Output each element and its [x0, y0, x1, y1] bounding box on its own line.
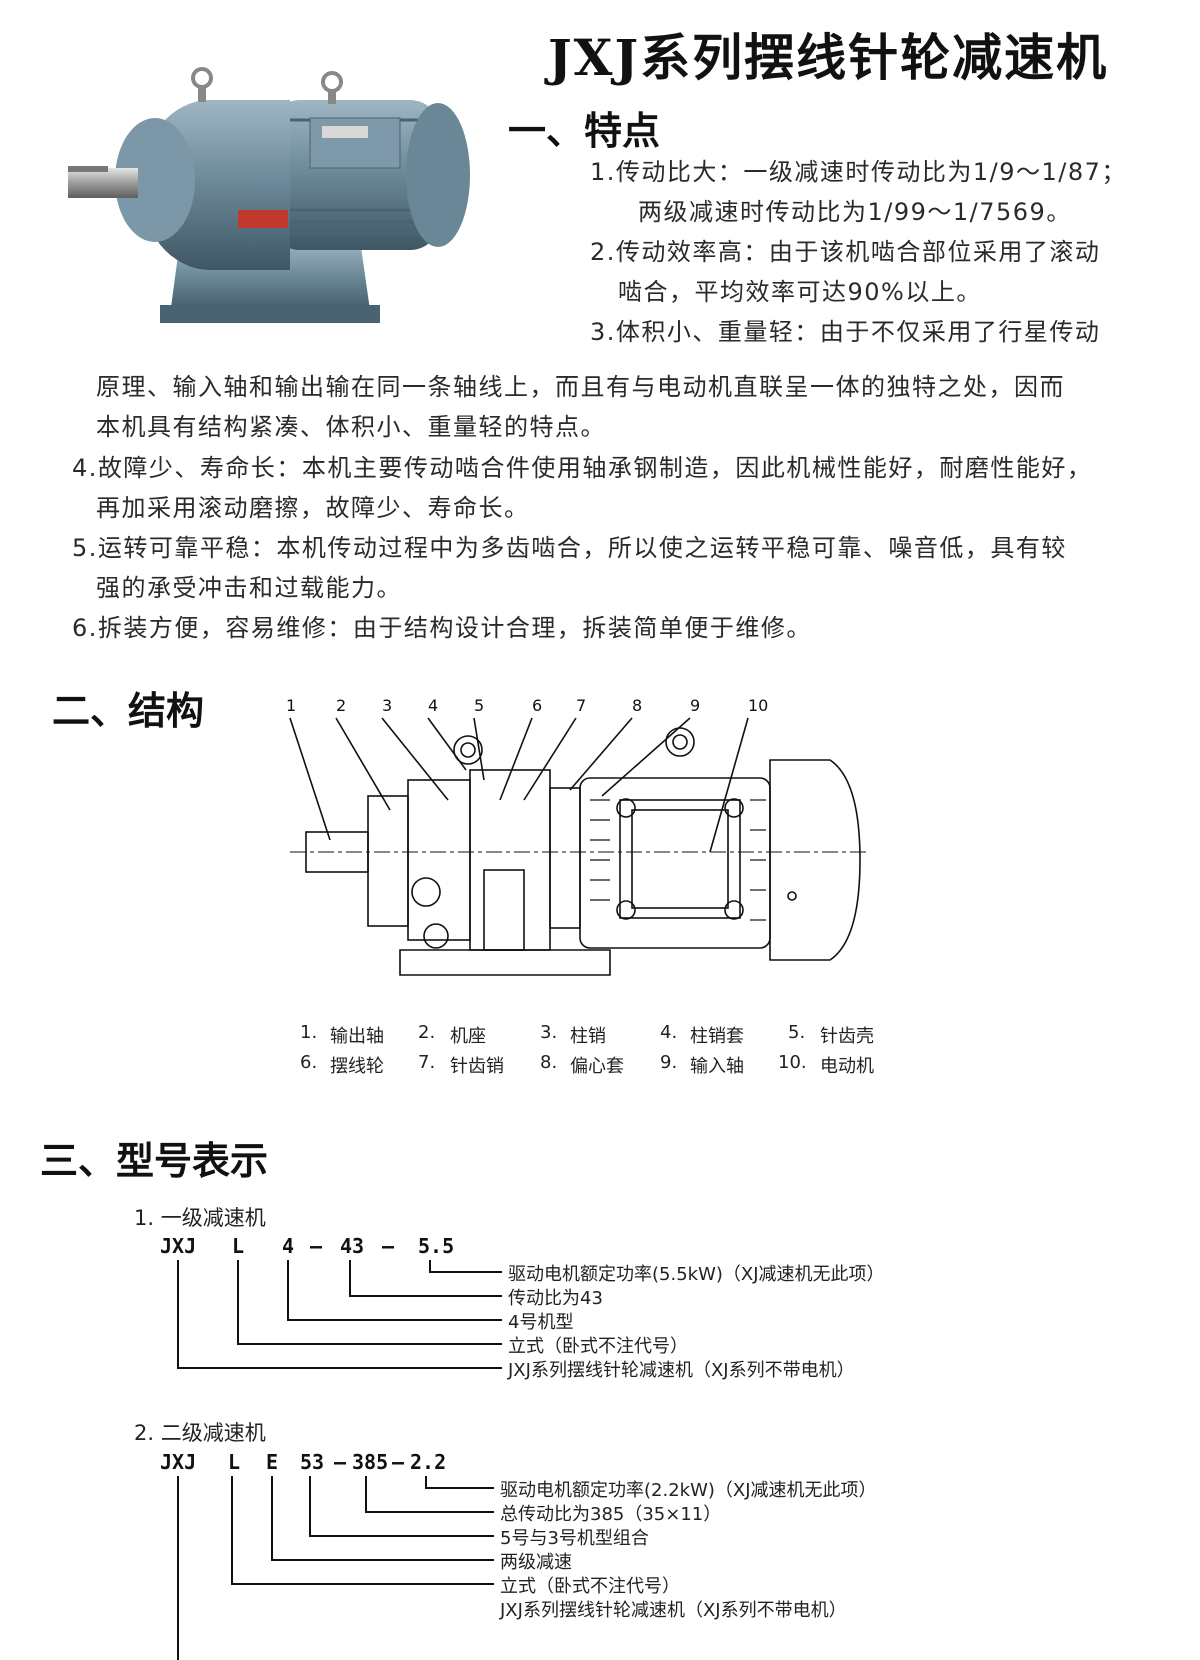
feature-line: 两级减速时传动比为1/99～1/7569。 — [638, 198, 1072, 226]
part-number: 4 — [428, 696, 439, 715]
feature-line: 啮合，平均效率可达90%以上。 — [618, 278, 982, 306]
legend-num: 7. — [418, 1052, 436, 1073]
section-heading-structure: 二、结构 — [52, 688, 205, 733]
feature-line: 强的承受冲击和过载能力。 — [96, 574, 402, 602]
model2-desc: 立式（卧式不注代号） — [500, 1576, 680, 1597]
structure-diagram — [289, 717, 870, 976]
feature-line: 原理、输入轴和输出输在同一条轴线上，而且有与电动机直联呈一体的独特之处，因而 — [96, 373, 1065, 401]
legend-name: 机座 — [450, 1026, 486, 1047]
model1-desc: 4号机型 — [508, 1312, 574, 1333]
page-title: JXJ系列摆线针轮减速机 — [548, 28, 1109, 87]
model1-code: – — [310, 1234, 323, 1258]
legend-num: 6. — [300, 1052, 318, 1073]
model1-code: 5.5 — [418, 1234, 455, 1258]
legend-name: 输出轴 — [330, 1026, 384, 1047]
model2-desc: JXJ系列摆线针轮减速机（XJ系列不带电机） — [500, 1600, 847, 1621]
part-number: 5 — [474, 696, 485, 715]
section-heading-features: 一、特点 — [508, 108, 661, 153]
feature-line: 再加采用滚动磨擦，故障少、寿命长。 — [96, 494, 530, 522]
model2-code: JXJ — [160, 1450, 197, 1474]
legend-num: 4. — [660, 1022, 678, 1043]
model1-code: JXJ — [160, 1234, 197, 1258]
model1-desc: 立式（卧式不注代号） — [508, 1336, 688, 1357]
model1-code: 43 — [340, 1234, 365, 1258]
model2-leaders — [177, 1476, 494, 1660]
model2-code: – — [334, 1450, 347, 1474]
part-number: 9 — [690, 696, 701, 715]
reducer-photo — [68, 67, 470, 323]
model1-label: 1. 一级减速机 — [134, 1206, 266, 1230]
feature-line: 1.传动比大：一级减速时传动比为1/9～1/87； — [590, 158, 1127, 186]
legend-num: 2. — [418, 1022, 436, 1043]
model1-code: – — [382, 1234, 395, 1258]
feature-line: 2.传动效率高：由于该机啮合部位采用了滚动 — [590, 238, 1101, 266]
legend-num: 5. — [788, 1022, 806, 1043]
part-number: 7 — [576, 696, 587, 715]
legend-name: 输入轴 — [690, 1056, 744, 1077]
feature-line: 本机具有结构紧凑、体积小、重量轻的特点。 — [96, 413, 606, 441]
model2-code: 2.2 — [410, 1450, 447, 1474]
legend-name: 针齿壳 — [820, 1026, 874, 1047]
legend-name: 电动机 — [820, 1056, 874, 1077]
feature-line: 3.体积小、重量轻：由于不仅采用了行星传动 — [590, 318, 1101, 346]
model1-desc: 驱动电机额定功率(5.5kW)（XJ减速机无此项） — [508, 1264, 885, 1285]
model2-code: 53 — [300, 1450, 325, 1474]
model2-desc: 总传动比为385（35×11） — [500, 1504, 722, 1525]
legend-num: 1. — [300, 1022, 318, 1043]
model1-desc: JXJ系列摆线针轮减速机（XJ系列不带电机） — [508, 1360, 855, 1381]
legend-num: 3. — [540, 1022, 558, 1043]
section-heading-model: 三、型号表示 — [40, 1138, 269, 1183]
feature-line: 6.拆装方便，容易维修：由于结构设计合理，拆装简单便于维修。 — [72, 614, 812, 642]
part-number: 3 — [382, 696, 393, 715]
model2-label: 2. 二级减速机 — [134, 1421, 266, 1445]
model1-code: 4 — [282, 1234, 295, 1258]
model2-code: – — [392, 1450, 405, 1474]
model1-code: L — [232, 1234, 245, 1258]
model2-code: 385 — [352, 1450, 389, 1474]
legend-name: 柱销 — [570, 1026, 606, 1047]
part-number: 6 — [532, 696, 543, 715]
model1-desc: 传动比为43 — [508, 1288, 603, 1309]
model2-desc: 两级减速 — [500, 1552, 572, 1573]
legend-num: 8. — [540, 1052, 558, 1073]
model2-desc: 5号与3号机型组合 — [500, 1528, 649, 1549]
model2-desc: 驱动电机额定功率(2.2kW)（XJ减速机无此项） — [500, 1480, 877, 1501]
part-number: 1 — [286, 696, 297, 715]
part-number: 8 — [632, 696, 643, 715]
model1-leaders — [177, 1260, 502, 1369]
legend-name: 摆线轮 — [330, 1056, 384, 1077]
model2-code: L — [228, 1450, 241, 1474]
legend-name: 偏心套 — [570, 1056, 624, 1077]
legend-name: 柱销套 — [690, 1026, 744, 1047]
part-number: 10 — [748, 696, 769, 715]
feature-line: 5.运转可靠平稳：本机传动过程中为多齿啮合，所以使之运转平稳可靠、噪音低，具有较 — [72, 534, 1067, 562]
structure-legend: 1. 输出轴 2. 机座 3. 柱销 4. 柱销套 5. 针齿壳 6. 摆线轮 … — [300, 1022, 920, 1082]
part-number: 2 — [336, 696, 347, 715]
legend-num: 10. — [778, 1052, 807, 1073]
feature-line: 4.故障少、寿命长：本机主要传动啮合件使用轴承钢制造，因此机械性能好，耐磨性能好… — [72, 454, 1093, 482]
model2-code: E — [266, 1450, 279, 1474]
legend-name: 针齿销 — [450, 1056, 504, 1077]
legend-num: 9. — [660, 1052, 678, 1073]
